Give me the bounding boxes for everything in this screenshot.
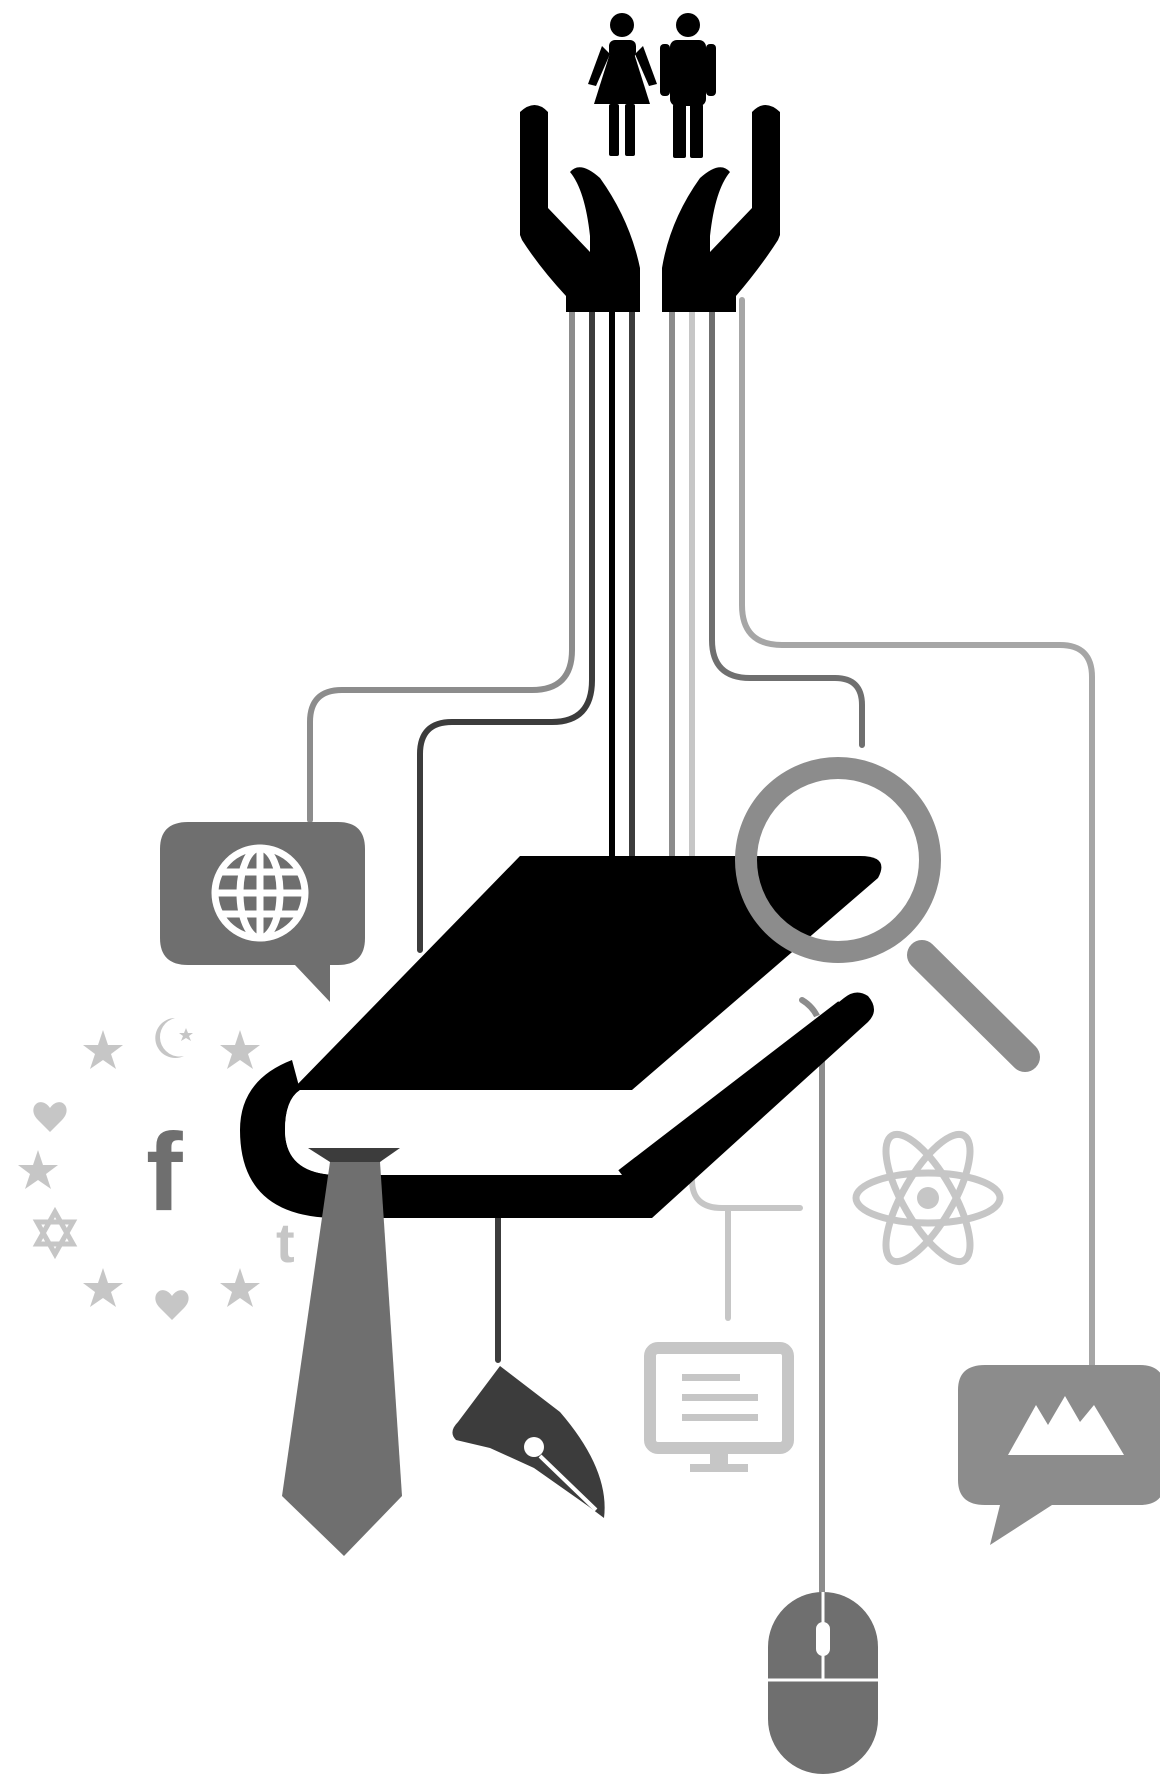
left-hand (520, 105, 640, 312)
wire-globe (310, 300, 572, 820)
open-hands-icon (520, 105, 780, 312)
wire-magnifier (712, 300, 862, 745)
woman-and-man-icon (588, 13, 716, 158)
star-icon (220, 1268, 260, 1307)
computer-mouse-icon[interactable] (768, 1592, 878, 1774)
star-icon (83, 1268, 123, 1307)
heart-icon (33, 1102, 66, 1132)
atom-icon (856, 1123, 1000, 1273)
wire-mouse (802, 1000, 822, 1592)
image-speech-bubble-icon (958, 1365, 1160, 1545)
star-icon (83, 1030, 123, 1069)
globe-speech-bubble-icon (160, 822, 365, 1002)
star-icon (220, 1030, 260, 1069)
computer-monitor-icon (650, 1348, 788, 1472)
fountain-pen-nib-icon (452, 1366, 604, 1518)
star-icon (18, 1150, 58, 1189)
wire-book-left (420, 300, 592, 950)
facebook-icon[interactable]: f (146, 1111, 183, 1234)
globe-icon (215, 848, 305, 938)
tumblr-icon[interactable]: t (276, 1211, 295, 1274)
crescent-icon (155, 1018, 193, 1058)
star-of-david-icon (37, 1212, 73, 1254)
heart-icon (155, 1290, 188, 1320)
